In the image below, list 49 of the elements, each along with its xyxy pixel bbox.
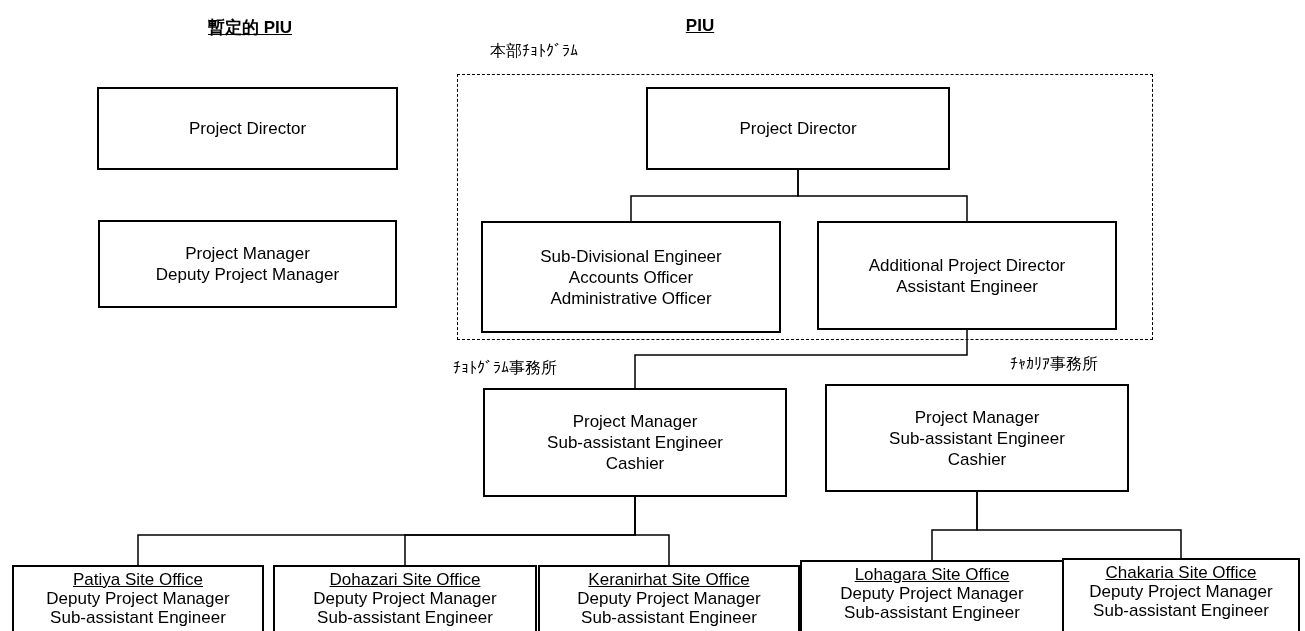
group-heading: ﾁｬｶﾘｱ事務所 — [1010, 353, 1098, 375]
role-text: Administrative Officer — [550, 287, 712, 309]
office-name: Keranirhat Site Office — [588, 570, 750, 589]
role-text: Deputy Project Manager — [840, 584, 1024, 603]
role-text: Cashier — [605, 453, 665, 474]
role-text: Sub-assistant Engineer — [889, 427, 1065, 449]
site-office-box — [12, 565, 264, 631]
site-office-box — [273, 565, 537, 631]
role-text: Accounts Officer — [568, 266, 694, 288]
office-name: Lohagara Site Office — [854, 565, 1010, 584]
role-text: Cashier — [947, 448, 1007, 470]
role-text: Sub-assistant Engineer — [317, 608, 493, 627]
role-text: Sub-assistant Engineer — [50, 608, 226, 627]
connector-line — [797, 169, 968, 222]
site-office-box — [800, 560, 1064, 631]
office-name: Dohazari Site Office — [329, 570, 481, 589]
group-heading: 本部ﾁｮﾄｸﾞﾗﾑ — [490, 40, 578, 62]
role-text: Sub-assistant Engineer — [844, 603, 1020, 622]
role-text: Sub-assistant Engineer — [547, 432, 723, 453]
site-office-box — [1062, 558, 1300, 631]
role-box — [817, 221, 1117, 330]
role-text: Project Manager — [185, 243, 310, 264]
office-name: Chakaria Site Office — [1105, 563, 1257, 582]
role-text: Deputy Project Manager — [577, 589, 761, 608]
role-text: Sub-assistant Engineer — [581, 608, 757, 627]
role-text: Project Director — [188, 118, 307, 139]
role-text: Assistant Engineer — [896, 275, 1038, 297]
role-box — [646, 87, 950, 170]
role-text: Project Manager — [572, 411, 698, 432]
role-text: Additional Project Director — [868, 254, 1066, 276]
role-text: Sub-Divisional Engineer — [540, 245, 722, 267]
role-text: Deputy Project Manager — [155, 264, 340, 285]
role-box — [97, 87, 398, 170]
connector-line — [976, 491, 1182, 559]
group-heading: ﾁｮﾄｸﾞﾗﾑ事務所 — [453, 357, 557, 379]
site-office-box — [538, 565, 800, 631]
office-name: Patiya Site Office — [72, 570, 204, 589]
role-box — [98, 220, 397, 308]
section-title: 暫定的 PIU — [207, 17, 293, 39]
role-text: Sub-assistant Engineer — [1093, 601, 1269, 620]
role-text: Deputy Project Manager — [1089, 582, 1273, 601]
role-text: Project Director — [739, 118, 857, 139]
connector-line — [634, 496, 670, 566]
connector-line — [634, 329, 968, 389]
role-box — [481, 221, 781, 333]
role-text: Deputy Project Manager — [313, 589, 497, 608]
section-title: PIU — [685, 16, 715, 36]
role-text: Deputy Project Manager — [46, 589, 230, 608]
role-text: Project Manager — [914, 406, 1040, 428]
